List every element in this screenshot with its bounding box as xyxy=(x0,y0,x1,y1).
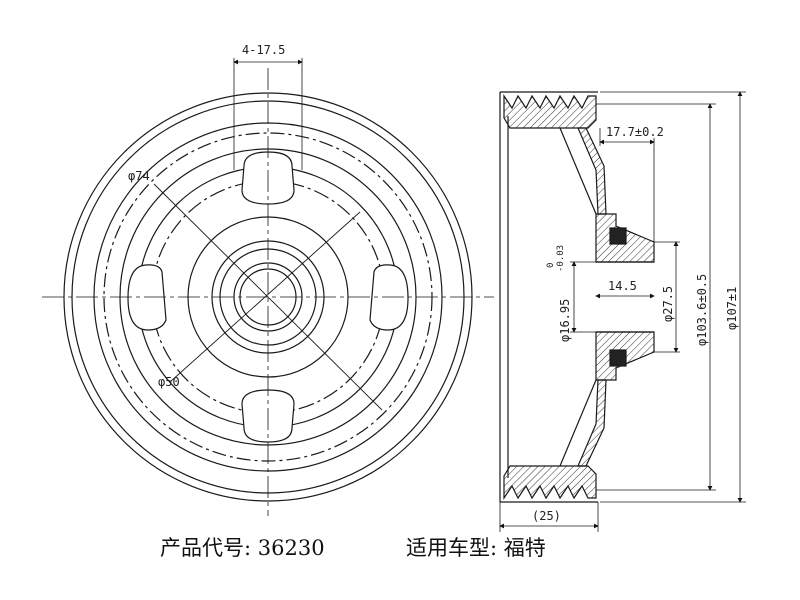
width-label: (25) xyxy=(532,509,561,523)
depth-label: 17.7±0.2 xyxy=(606,125,664,139)
front-view xyxy=(42,58,494,516)
dia74-leader xyxy=(153,183,383,411)
bore-len-label: 14.5 xyxy=(608,279,637,293)
outer-dia-label: φ107±1 xyxy=(725,287,739,330)
dia74-label: φ74 xyxy=(128,169,150,183)
dia50-label: φ50 xyxy=(158,375,180,389)
dish-wall-bottom xyxy=(577,379,607,467)
product-code-caption: 产品代号: 36230 xyxy=(160,536,325,560)
slot-dim-label: 4-17.5 xyxy=(242,43,285,57)
dia50-leader xyxy=(169,211,361,383)
pitch-dia-label: φ103.6±0.5 xyxy=(695,274,709,346)
bore-dia-label: φ16.95 xyxy=(558,299,572,342)
vehicle-caption: 适用车型: 福特 xyxy=(406,536,546,560)
ribs-top xyxy=(503,94,597,129)
bore-insert-top xyxy=(609,227,627,245)
side-view xyxy=(499,91,746,532)
dish-line-bottom xyxy=(559,379,597,467)
bore-tol-lower: -0.03 xyxy=(556,245,566,272)
slot-left xyxy=(127,264,167,331)
bore-tol-upper: 0 xyxy=(546,263,556,268)
ribs-bottom xyxy=(503,465,597,500)
hub-dia-label: φ27.5 xyxy=(661,286,675,322)
dish-line-top xyxy=(559,127,597,215)
dish-wall-top xyxy=(577,127,607,215)
slot-right xyxy=(369,264,409,331)
bore-insert-bottom xyxy=(609,349,627,367)
